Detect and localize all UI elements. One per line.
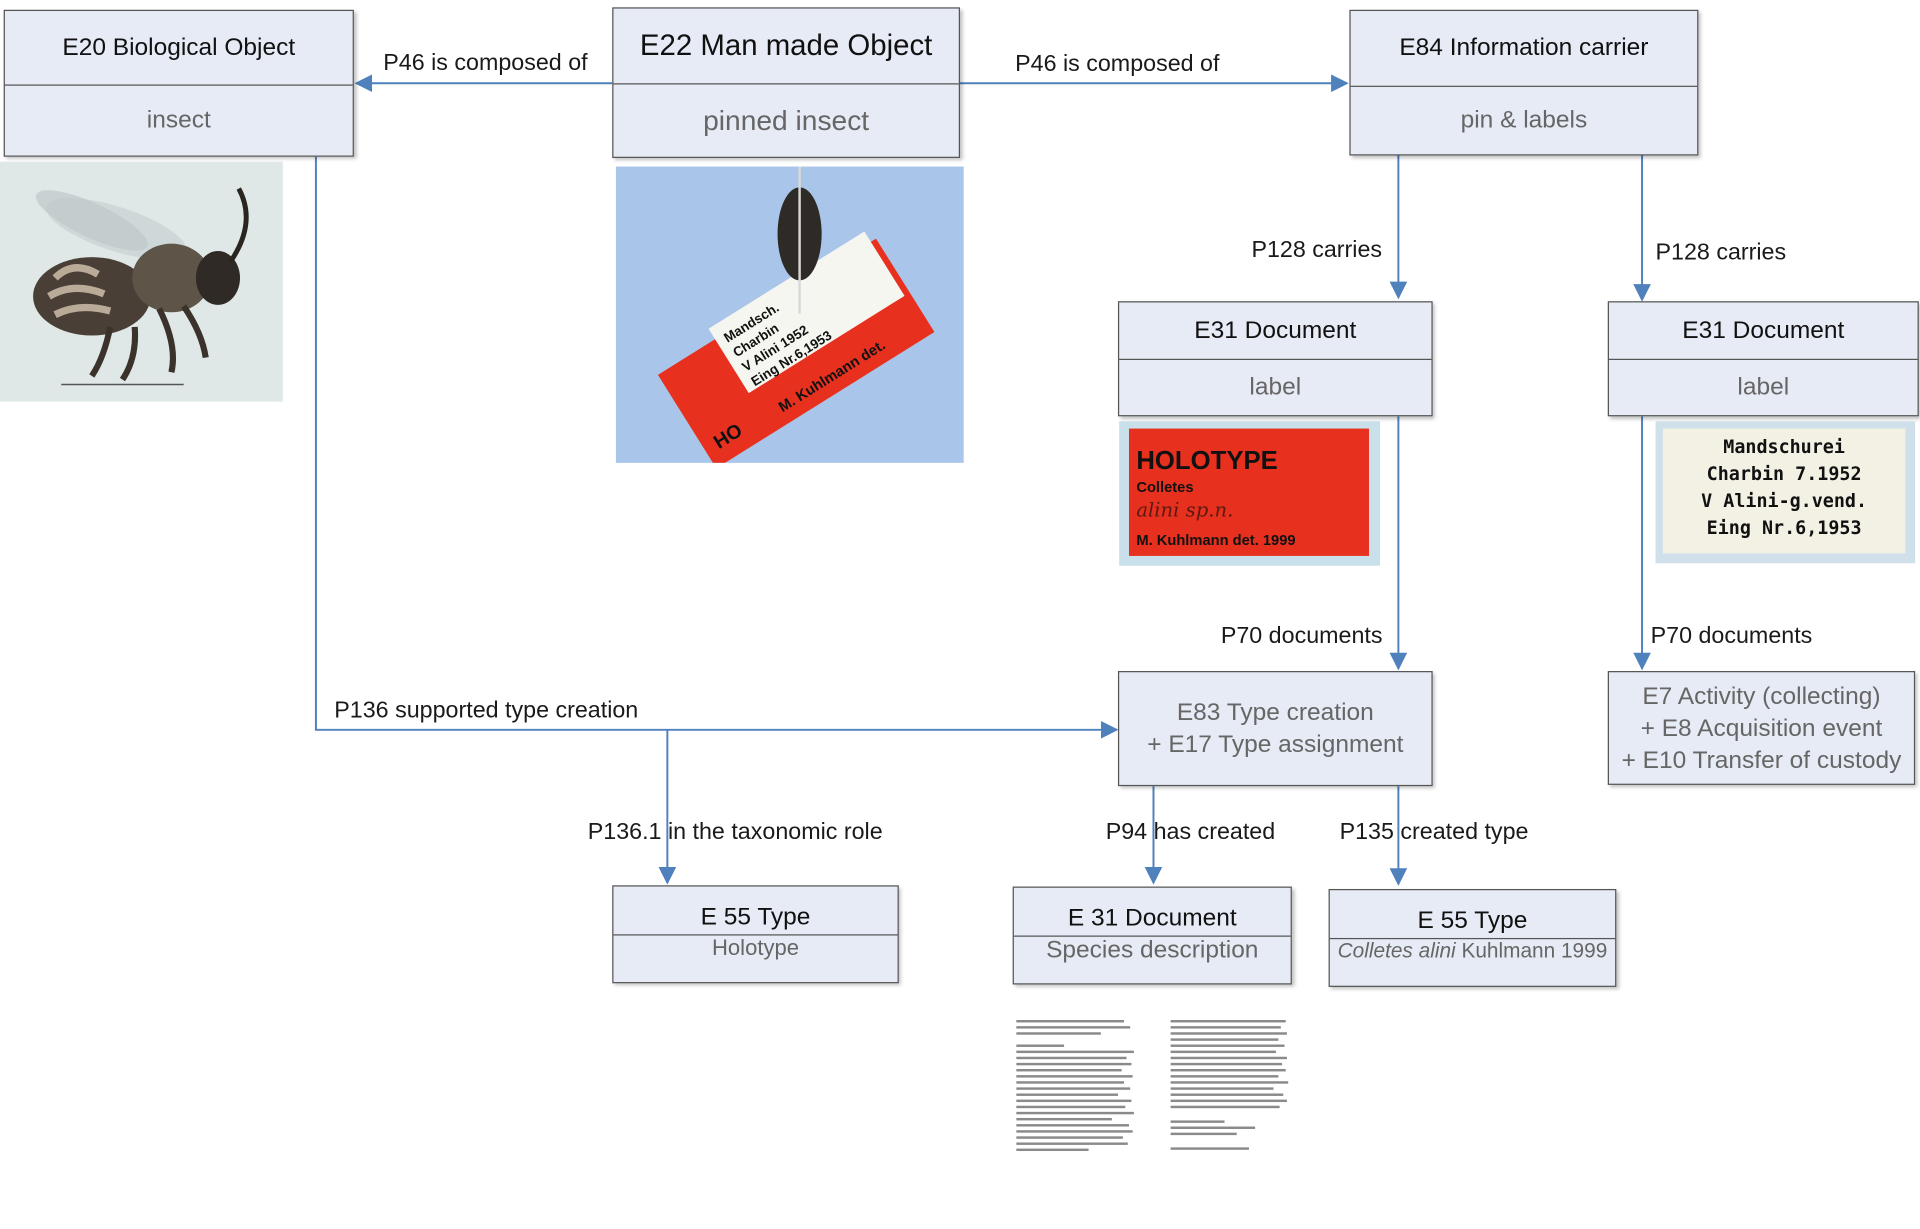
- collection-label-line-1: Mandschurei: [1723, 435, 1845, 458]
- node-value: Holotype: [712, 935, 800, 961]
- node-value: label: [1249, 373, 1302, 401]
- e84-information-carrier-node: E84 Information carrier pin & labels: [1349, 9, 1699, 156]
- node-line-1: E83 Type creation: [1176, 699, 1374, 727]
- node-title: E 55 Type: [1329, 890, 1616, 940]
- holotype-label-line-3: alini sp.n.: [1136, 498, 1234, 522]
- node-value-rest: Kuhlmann 1999: [1455, 939, 1608, 963]
- node-text: E7 Activity (collecting) + E8 Acquisitio…: [1609, 672, 1914, 783]
- species-description-page-2: [1168, 1011, 1294, 1227]
- pinned-insect-photo: Mandsch. Charbin V Alini 1952 Eing Nr.6,…: [615, 166, 964, 463]
- node-title: E 31 Document: [1013, 888, 1291, 937]
- node-title: E22 Man made Object: [613, 9, 959, 85]
- e20-biological-object-node: E20 Biological Object insect: [3, 9, 354, 157]
- node-text: E83 Type creation + E17 Type assignment: [1119, 672, 1431, 785]
- node-title: E31 Document: [1608, 302, 1918, 361]
- holotype-label-line-1: HOLOTYPE: [1136, 446, 1278, 476]
- node-title: E84 Information carrier: [1350, 11, 1698, 87]
- node-line-2: + E17 Type assignment: [1147, 731, 1404, 758]
- edge-label-p135: P135 created type: [1339, 819, 1529, 845]
- holotype-label-line-4: M. Kuhlmann det. 1999: [1136, 531, 1296, 549]
- bee-icon: [33, 187, 249, 386]
- holotype-label-photo: HOLOTYPE Colletes alini sp.n. M. Kuhlman…: [1119, 421, 1381, 566]
- e31-document-label-node-right: E31 Document label: [1607, 301, 1919, 417]
- edge-label-p70-right: P70 documents: [1650, 623, 1813, 649]
- node-line-2: + E8 Acquisition event: [1640, 714, 1883, 742]
- edge-label-p70-left: P70 documents: [1220, 623, 1383, 649]
- e31-document-label-node-left: E31 Document label: [1117, 301, 1433, 417]
- collection-label-line-3: V Alini-g.vend.: [1701, 489, 1868, 512]
- node-value: pinned insect: [703, 104, 870, 136]
- edge-label-p46-right: P46 is composed of: [1015, 51, 1220, 78]
- edge-label-p94: P94 has created: [1105, 819, 1276, 845]
- collection-label-card: Mandschurei Charbin 7.1952 V Alini-g.ven…: [1662, 428, 1906, 554]
- e55-type-holotype-node: E 55 Type Holotype: [612, 885, 899, 984]
- e7-activity-node: E7 Activity (collecting) + E8 Acquisitio…: [1607, 671, 1916, 785]
- collection-label-line-2: Charbin 7.1952: [1706, 462, 1862, 485]
- e55-type-colletes-node: E 55 Type Colletes alini Kuhlmann 1999: [1328, 888, 1617, 987]
- edge-label-p136: P136 supported type creation: [334, 697, 639, 724]
- e31-document-species-node: E 31 Document Species description: [1012, 886, 1292, 985]
- node-value: Species description: [1046, 936, 1259, 964]
- e22-man-made-object-node: E22 Man made Object pinned insect: [612, 7, 961, 158]
- node-value-italic: Colletes alini: [1337, 939, 1456, 963]
- edge-label-p128-left: P128 carries: [1251, 237, 1383, 264]
- holotype-label-line-2: Colletes: [1136, 478, 1194, 496]
- node-value: label: [1737, 373, 1790, 401]
- pinned-specimen-icon: Mandsch. Charbin V Alini 1952 Eing Nr.6,…: [657, 166, 935, 463]
- node-title: E20 Biological Object: [4, 11, 353, 86]
- node-value: pin & labels: [1460, 106, 1588, 134]
- edge-label-p128-right: P128 carries: [1655, 240, 1787, 266]
- edge-label-p46-left: P46 is composed of: [383, 50, 588, 76]
- node-value: insect: [146, 105, 211, 133]
- holotype-label-card: HOLOTYPE Colletes alini sp.n. M. Kuhlman…: [1128, 428, 1369, 556]
- node-line-3: + E10 Transfer of custody: [1621, 746, 1902, 774]
- species-description-page-1: [1013, 1011, 1139, 1227]
- insect-photo: [0, 161, 283, 402]
- collection-label-line-4: Eing Nr.6,1953: [1706, 516, 1862, 539]
- p136-connector: [314, 156, 1119, 739]
- node-title: E 55 Type: [613, 887, 898, 936]
- node-line-1: E7 Activity (collecting): [1642, 682, 1881, 710]
- node-title: E31 Document: [1119, 302, 1432, 361]
- e83-type-creation-node: E83 Type creation + E17 Type assignment: [1117, 671, 1433, 787]
- collection-label-photo: Mandschurei Charbin 7.1952 V Alini-g.ven…: [1655, 421, 1916, 564]
- edge-label-p136-1: P136.1 in the taxonomic role: [587, 819, 883, 845]
- node-value: Colletes alini Kuhlmann 1999: [1330, 939, 1615, 971]
